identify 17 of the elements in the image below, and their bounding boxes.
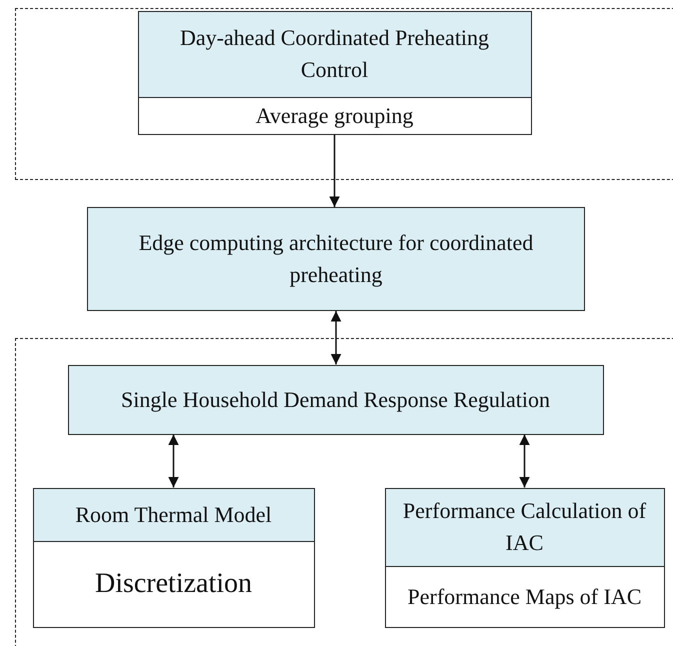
dashed-group-frame bbox=[15, 338, 673, 646]
box-text: Performance Maps of IAC bbox=[386, 566, 664, 626]
box-heading: Room Thermal Model bbox=[34, 488, 314, 540]
box-text: Average grouping bbox=[138, 96, 530, 134]
box-heading: Edge computing architecture for coordinated preheating bbox=[88, 208, 584, 310]
dashed-group-frame bbox=[15, 8, 673, 180]
box-heading: Performance Calculation of IAC bbox=[386, 488, 664, 566]
process-box bbox=[138, 10, 532, 134]
box-heading: Day-ahead Coordinated Preheating Control bbox=[138, 12, 530, 97]
box-text: Discretization bbox=[34, 540, 314, 626]
arrow bbox=[519, 434, 530, 488]
arrow bbox=[168, 434, 179, 488]
process-box bbox=[384, 488, 664, 628]
arrow bbox=[330, 311, 342, 364]
arrow bbox=[329, 134, 340, 207]
process-box bbox=[32, 488, 314, 628]
box-heading: Single Household Demand Response Regulation bbox=[68, 366, 602, 434]
